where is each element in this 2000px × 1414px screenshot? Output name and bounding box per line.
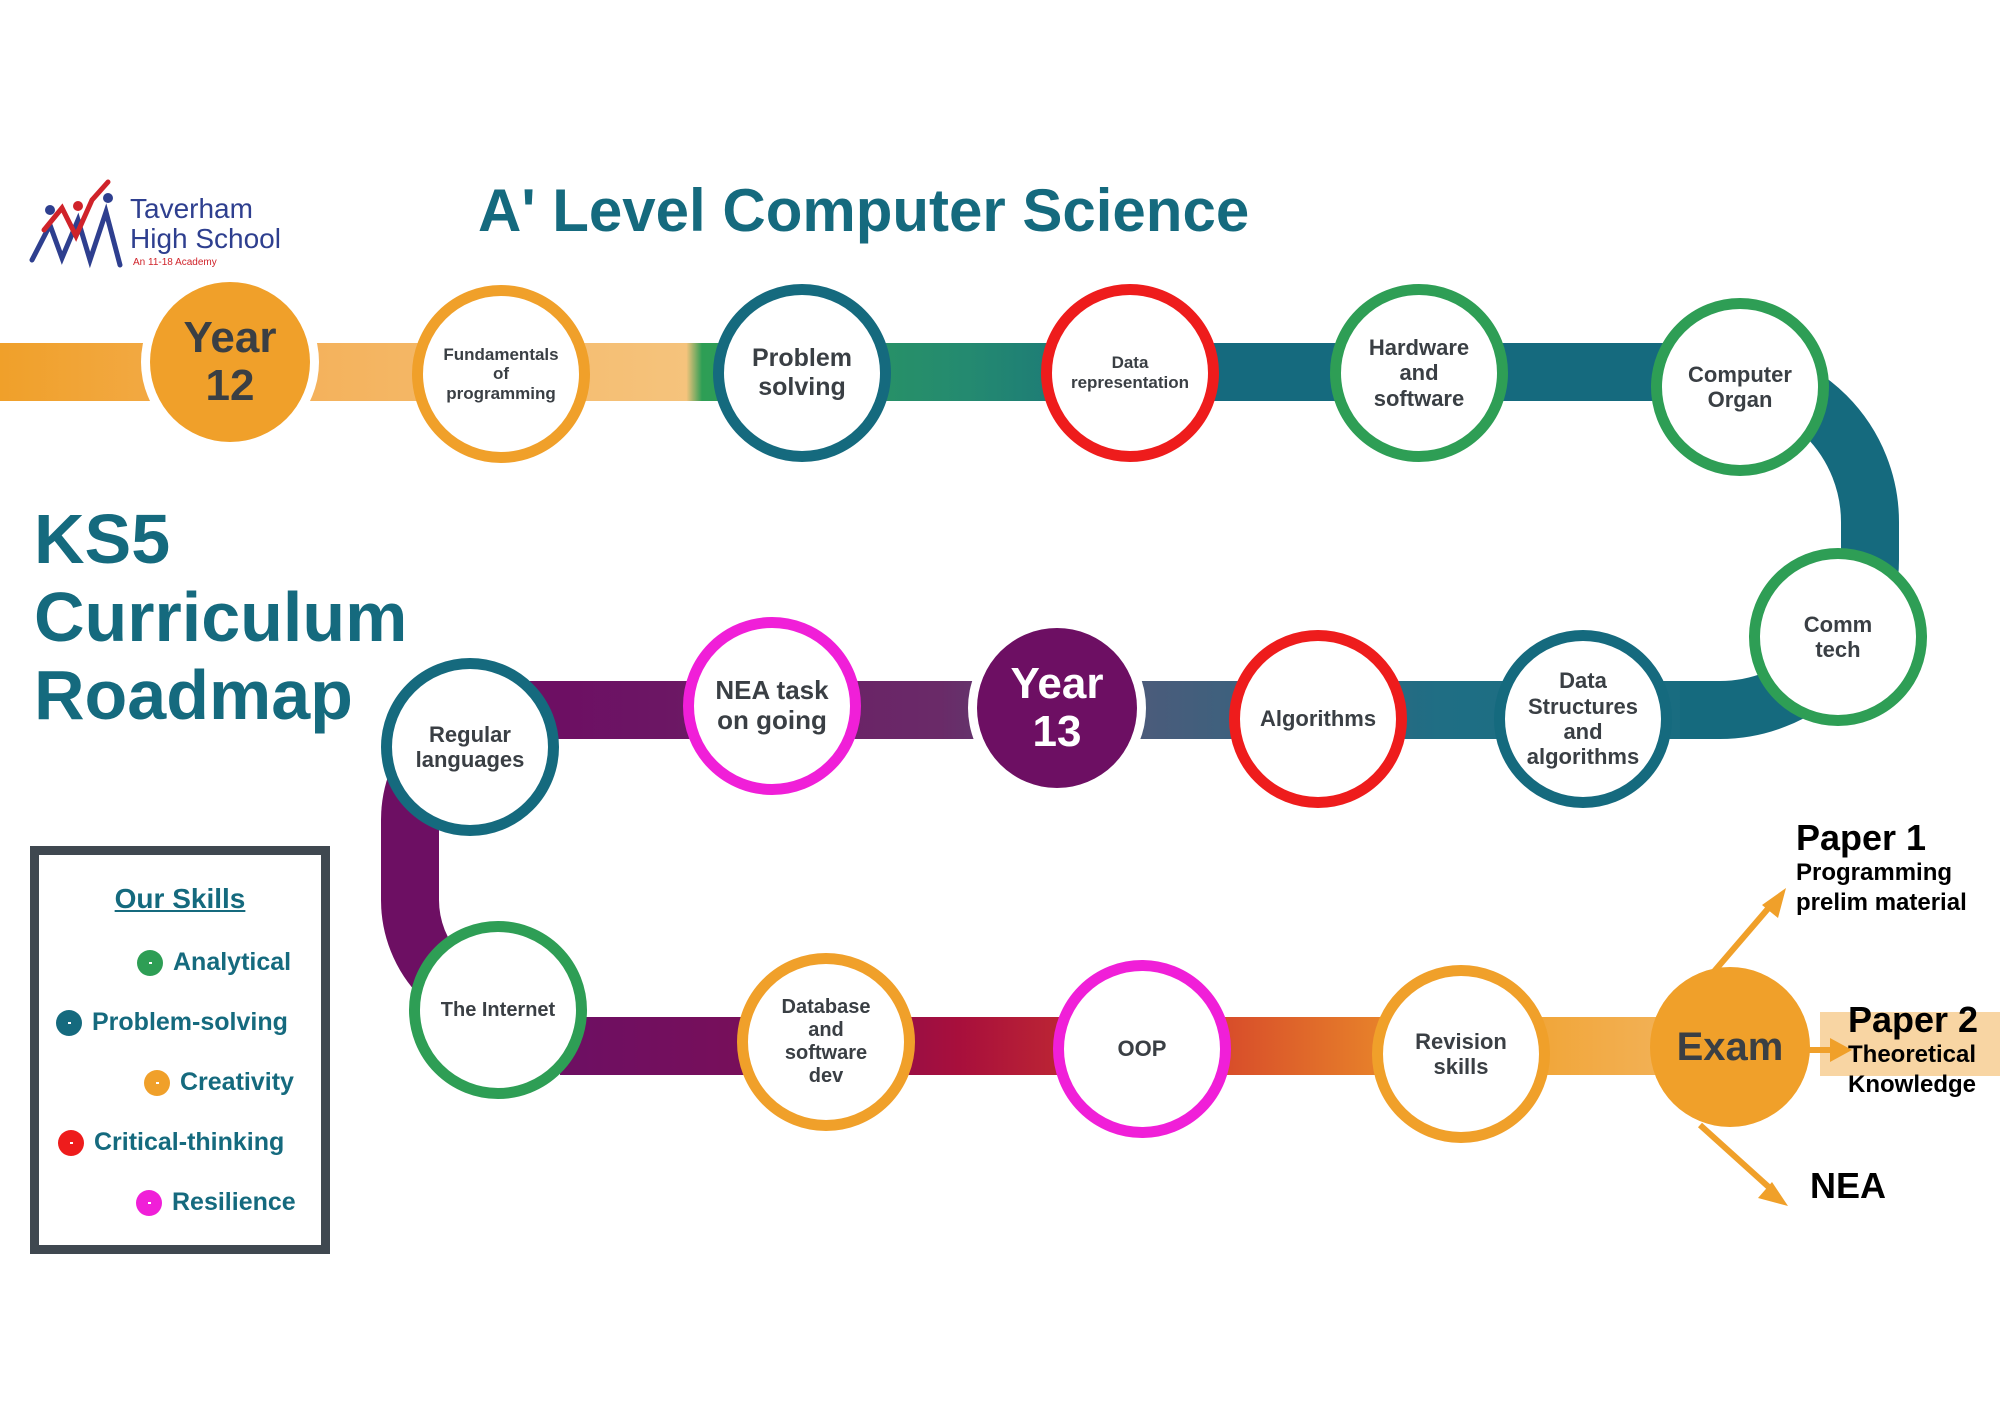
analytical-dot-icon (137, 949, 163, 976)
topic-comm-tech: Comm tech (1749, 548, 1927, 726)
problem-solving-dot-icon (56, 1009, 82, 1036)
topic-database-and-software-dev: Database and software dev (737, 953, 915, 1131)
topic-data-representation: Data representation (1041, 284, 1219, 462)
topic-problem-solving: Problem solving (713, 284, 891, 462)
critical-thinking-dot-icon (58, 1129, 84, 1156)
legend-item-critical-thinking: Critical-thinking (58, 1128, 284, 1157)
legend-item-problem-solving: Problem-solving (56, 1008, 288, 1037)
topic-algorithms: Algorithms (1229, 630, 1407, 808)
year-12-milestone: Year 12 (150, 282, 310, 442)
topic-hardware-and-software: Hardware and software (1330, 284, 1508, 462)
outcome-paper-2: Paper 2 Theoretical Knowledge (1848, 999, 1979, 1099)
legend-item-resilience: Resilience (136, 1188, 296, 1217)
creativity-dot-icon (144, 1069, 170, 1096)
topic-fundamentals-of-programming: Fundamentals of programming (412, 285, 590, 463)
exam-milestone: Exam (1650, 967, 1810, 1127)
school-name: Taverham High School (130, 193, 281, 254)
topic-revision-skills: Revision skills (1372, 965, 1550, 1143)
roadmap-heading-line: KS5 (34, 500, 171, 578)
school-logo-emblem-icon (29, 179, 123, 269)
outcome-paper-1: Paper 1 Programming prelim material (1796, 817, 1967, 917)
topic-oop: OOP (1053, 960, 1231, 1138)
school-logo: Taverham High School An 11-18 Academy (28, 170, 288, 280)
roadmap-heading-line: Roadmap (34, 656, 353, 734)
topic-nea-task-on-going: NEA task on going (683, 617, 861, 795)
page-title: A' Level Computer Science (478, 177, 1250, 244)
legend-title: Our Skills (114, 883, 246, 914)
year-13-milestone: Year 13 (977, 628, 1137, 788)
resilience-dot-icon (136, 1189, 162, 1216)
topic-regular-languages: Regular languages (381, 658, 559, 836)
skills-legend: Our Skills Analytical Problem-solving Cr… (30, 846, 330, 1254)
topic-the-internet: The Internet (409, 921, 587, 1099)
school-tagline: An 11-18 Academy (133, 257, 217, 268)
legend-item-analytical: Analytical (137, 948, 291, 977)
outcome-nea: NEA (1810, 1165, 1887, 1206)
legend-item-creativity: Creativity (144, 1068, 294, 1097)
topic-data-structures-and-algorithms: Data Structures and algorithms (1494, 630, 1672, 808)
roadmap-heading: KS5 Curriculum Roadmap (34, 500, 407, 734)
topic-computer-organ: Computer Organ (1651, 298, 1829, 476)
roadmap-heading-line: Curriculum (34, 578, 408, 656)
